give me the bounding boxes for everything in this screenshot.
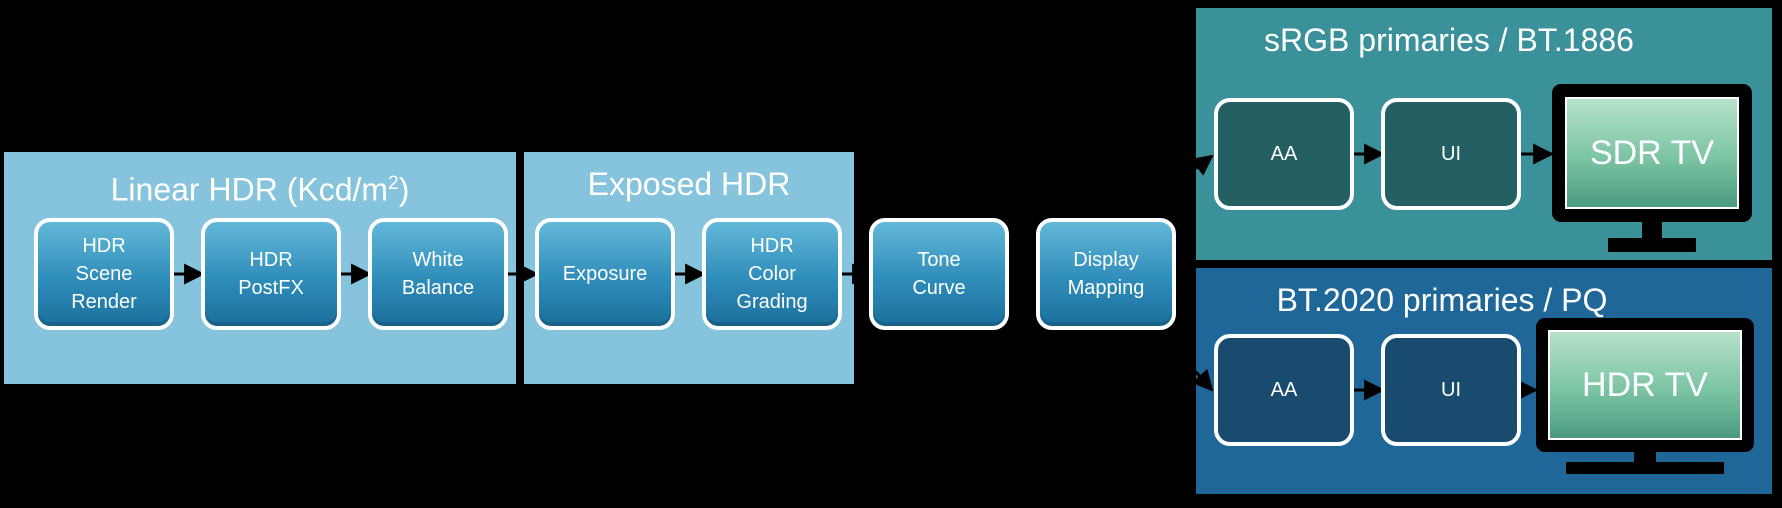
exposed-hdr-title: Exposed HDR <box>587 166 791 202</box>
node-white-balance: White Balance <box>368 218 508 330</box>
node-exposure: Exposure <box>535 218 675 330</box>
node-sdr-ui: UI <box>1381 98 1521 210</box>
node-hdr-postfx: HDR PostFX <box>201 218 341 330</box>
hdr-tv-screen: HDR TV <box>1548 330 1742 440</box>
hdr-tv-stand-base <box>1566 462 1724 474</box>
sdr-tv: SDR TV <box>1552 84 1752 254</box>
node-display-mapping: Display Mapping <box>1036 218 1176 330</box>
node-hdr-scene-render: HDR Scene Render <box>34 218 174 330</box>
node-hdr-ui: UI <box>1381 334 1521 446</box>
sdr-tv-screen: SDR TV <box>1565 97 1739 209</box>
node-sdr-aa: AA <box>1214 98 1354 210</box>
node-hdr-aa: AA <box>1214 334 1354 446</box>
node-tone-curve: Tone Curve <box>869 218 1009 330</box>
hdr-tv: HDR TV <box>1536 318 1754 478</box>
node-hdr-color-grading: HDR Color Grading <box>702 218 842 330</box>
sdr-tv-stand-base <box>1608 238 1696 252</box>
sdr-tv-stand-neck <box>1642 222 1662 238</box>
hdr-tv-stand-neck <box>1634 452 1656 462</box>
sdr-output-title: sRGB primaries / BT.1886 <box>1264 22 1634 58</box>
hdr-output-title: BT.2020 primaries / PQ <box>1276 282 1608 318</box>
linear-hdr-title: Linear HDR (Kcd/m2) <box>110 171 410 208</box>
